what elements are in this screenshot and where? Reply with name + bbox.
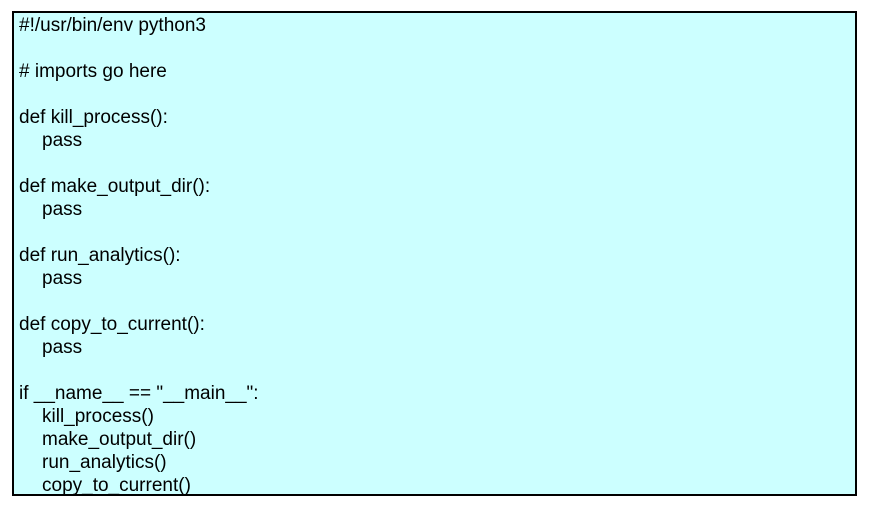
code-line-comment: # imports go here	[19, 61, 167, 82]
code-line-blank	[19, 83, 855, 106]
code-line-def-copy-to-current: def copy_to_current():	[19, 314, 205, 335]
code-line-call-run-analytics: run_analytics()	[42, 452, 167, 473]
code-line-call-kill-process: kill_process()	[42, 406, 154, 427]
code-block: #!/usr/bin/env python3 # imports go here…	[12, 11, 857, 496]
code-line-def-kill-process: def kill_process():	[19, 107, 168, 128]
code-line-def-make-output-dir: def make_output_dir():	[19, 176, 211, 197]
code-line-main-guard: if __name__ == "__main__":	[19, 383, 259, 404]
code-line-pass: pass	[42, 268, 83, 289]
code-line-call-copy-to-current: copy_to_current()	[42, 475, 191, 496]
code-line-pass: pass	[42, 130, 83, 151]
code-line-def-run-analytics: def run_analytics():	[19, 245, 181, 266]
code-line-blank	[19, 290, 855, 313]
code-line-shebang: #!/usr/bin/env python3	[19, 15, 206, 36]
code-line-pass: pass	[42, 199, 83, 220]
code-line-pass: pass	[42, 337, 83, 358]
code-line-blank	[19, 359, 855, 382]
code-line-blank	[19, 221, 855, 244]
code-line-blank	[19, 152, 855, 175]
code-line-call-make-output-dir: make_output_dir()	[42, 429, 197, 450]
code-line-blank	[19, 37, 855, 60]
